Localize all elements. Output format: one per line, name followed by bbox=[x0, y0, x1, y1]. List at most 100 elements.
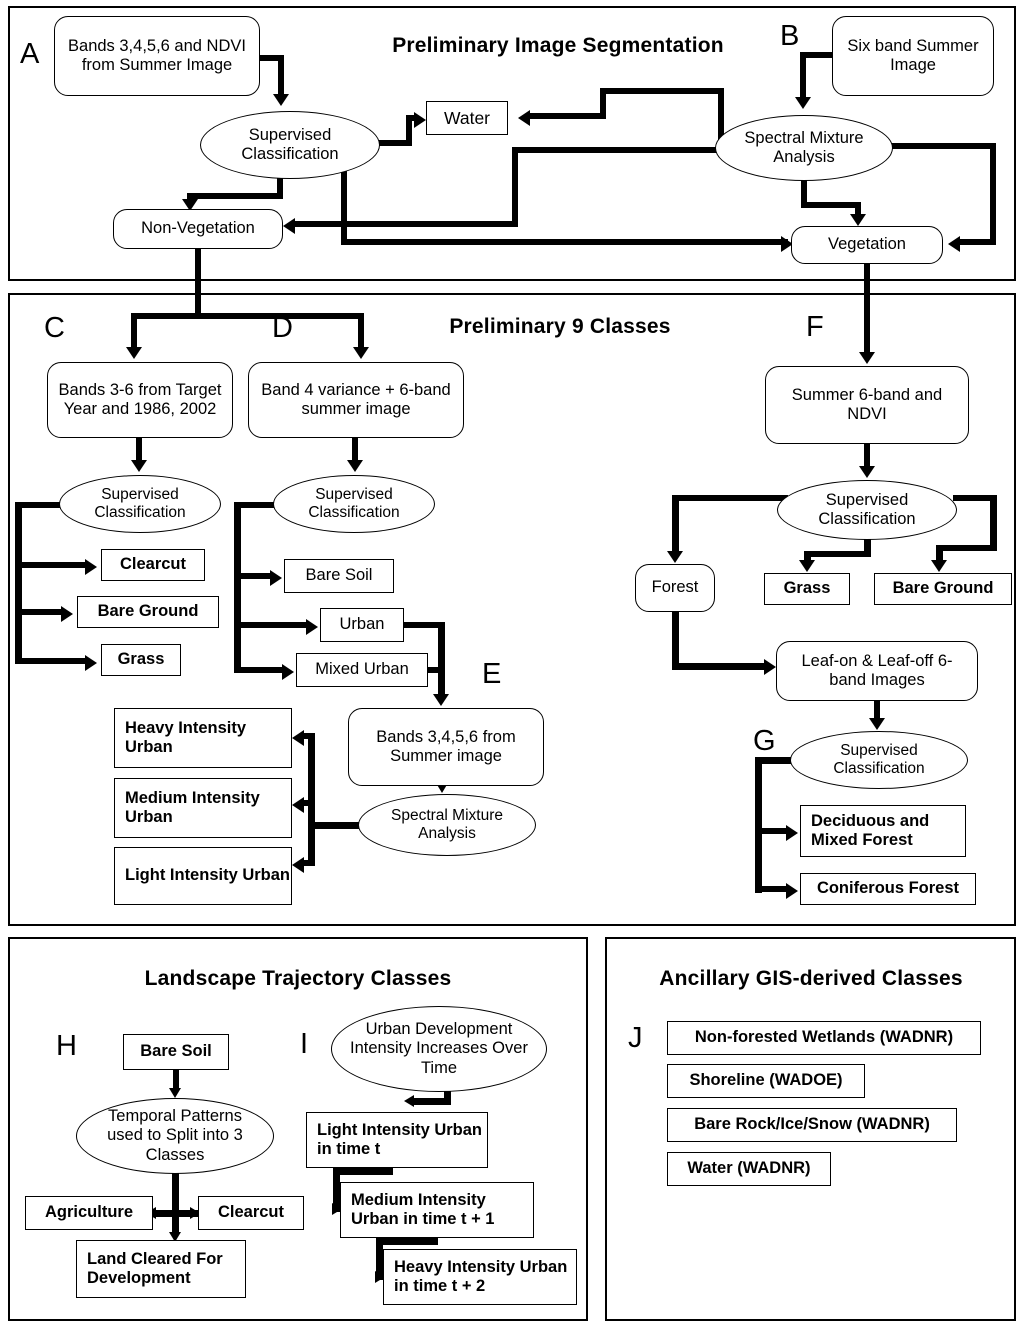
node-bare-ground-f: Bare Ground bbox=[874, 573, 1012, 605]
arrowhead-d-to-sup bbox=[347, 460, 363, 472]
tag-a: A bbox=[20, 38, 40, 70]
edge-medium-to-heavy-h1 bbox=[376, 1238, 438, 1245]
edge-g-bus-h bbox=[755, 757, 805, 764]
arrowhead-light-to-medium bbox=[332, 1203, 342, 1215]
edge-f-bg-v2 bbox=[936, 545, 943, 561]
arrowhead-sup-to-vegetation bbox=[781, 236, 793, 252]
panel-title-trajectory: Landscape Trajectory Classes bbox=[144, 967, 452, 990]
edge-sup-veg-h bbox=[341, 239, 788, 245]
edge-sup-veg-v bbox=[341, 165, 347, 245]
edge-f-grass-v1 bbox=[864, 537, 871, 557]
node-vegetation: Vegetation bbox=[791, 226, 943, 264]
arrowhead-f-to-sup bbox=[859, 466, 875, 478]
edge-e-bus-v bbox=[308, 733, 315, 863]
node-clearcut-h: Clearcut bbox=[198, 1196, 304, 1230]
node-supervised-classification-a: Supervised Classification bbox=[200, 111, 380, 179]
arrowhead-sma-to-water bbox=[518, 110, 530, 126]
node-light-intensity-urban: Light Intensity Urban bbox=[114, 847, 292, 905]
node-bands-ndvi-summer: Bands 3,4,5,6 and NDVI from Summer Image bbox=[54, 16, 260, 96]
edge-sma-veg-v1 bbox=[801, 178, 807, 208]
edge-sma-water-h2 bbox=[528, 113, 606, 119]
edge-sup-nonveg-v1 bbox=[277, 176, 283, 199]
edge-sup-nonveg-v2 bbox=[187, 193, 193, 201]
edge-nonveg-split-left bbox=[131, 313, 137, 349]
edge-f-grass-h bbox=[804, 551, 871, 557]
node-light-intensity-t: Light Intensity Urban in time t bbox=[306, 1112, 488, 1168]
arrowhead-sma-to-nonveg bbox=[283, 218, 295, 234]
arrowhead-split-right bbox=[353, 347, 369, 359]
edge-light-to-medium-v bbox=[333, 1168, 340, 1212]
node-supervised-classification-c: Supervised Classification bbox=[59, 475, 221, 533]
edge-d-bus-v bbox=[234, 502, 241, 670]
edge-g-to-coniferous bbox=[755, 886, 788, 892]
edge-urbandev-v bbox=[444, 1084, 451, 1104]
arrowhead-sup-to-nonveg bbox=[182, 199, 198, 211]
tag-g: G bbox=[753, 725, 776, 757]
arrowhead-e-to-sma bbox=[436, 783, 448, 793]
arrowhead-g-coniferous bbox=[786, 883, 798, 899]
arrowhead-f-forest bbox=[667, 551, 683, 563]
arrowhead-c-to-sup bbox=[131, 460, 147, 472]
edge-veg-down bbox=[864, 264, 870, 354]
node-grass-f: Grass bbox=[764, 573, 850, 605]
node-supervised-classification-d: Supervised Classification bbox=[273, 475, 435, 533]
arrowhead-f-bareground bbox=[931, 560, 947, 572]
node-heavy-intensity-t2: Heavy Intensity Urban in time t + 2 bbox=[383, 1249, 577, 1305]
panel-title-nine-classes: Preliminary 9 Classes bbox=[449, 315, 671, 338]
edge-medium-to-heavy-v bbox=[376, 1238, 383, 1280]
edge-sma-right-v bbox=[990, 143, 996, 242]
tag-d: D bbox=[272, 312, 293, 344]
arrowhead-d-baresoil bbox=[270, 570, 282, 586]
node-leaf-images: Leaf-on & Leaf-off 6-band Images bbox=[776, 641, 978, 701]
edge-f-to-sup-v bbox=[864, 444, 870, 468]
node-deciduous-mixed-forest: Deciduous and Mixed Forest bbox=[800, 805, 966, 857]
arrowhead-e-medium bbox=[292, 797, 304, 813]
edge-f-forest-h bbox=[672, 495, 788, 501]
node-non-forested-wetlands: Non-forested Wetlands (WADNR) bbox=[667, 1021, 981, 1055]
node-clearcut-c: Clearcut bbox=[101, 549, 205, 581]
edge-e-to-heavy bbox=[302, 733, 315, 739]
node-bands-summer-e: Bands 3,4,5,6 from Summer image bbox=[348, 708, 544, 786]
edge-sma-right-h bbox=[888, 143, 996, 149]
arrowhead-f-grass bbox=[799, 560, 815, 572]
edge-c-to-bareground bbox=[15, 609, 63, 615]
edge-sma-water-h1 bbox=[600, 88, 724, 94]
panel-title-segmentation: Preliminary Image Segmentation bbox=[392, 34, 724, 57]
arrowhead-to-e bbox=[433, 694, 449, 706]
arrowhead-g-deciduous bbox=[786, 825, 798, 841]
edge-mixedurban-to-e-h bbox=[428, 667, 445, 673]
edge-temporal-across bbox=[152, 1210, 200, 1217]
edge-bands-to-supervised-v bbox=[278, 55, 284, 95]
edge-sma-right-h2 bbox=[958, 239, 996, 245]
edge-urban-to-e-v bbox=[438, 622, 445, 698]
node-shoreline: Shoreline (WADOE) bbox=[667, 1064, 865, 1098]
arrowhead-d-urban bbox=[306, 619, 318, 635]
node-urban-development: Urban Development Intensity Increases Ov… bbox=[331, 1006, 547, 1092]
panel-title-ancillary: Ancillary GIS-derived Classes bbox=[659, 967, 963, 990]
edge-light-to-medium-h1 bbox=[333, 1168, 393, 1175]
arrowhead-split-left bbox=[126, 347, 142, 359]
node-grass-c: Grass bbox=[101, 644, 181, 676]
edge-e-to-light bbox=[302, 860, 315, 866]
edge-temporal-down bbox=[172, 1172, 179, 1234]
edge-c-to-sup-v bbox=[136, 438, 142, 462]
node-bands36-target: Bands 3-6 from Target Year and 1986, 200… bbox=[47, 362, 233, 438]
arrowhead-forest-to-leaf bbox=[764, 659, 776, 675]
node-water-wadnr: Water (WADNR) bbox=[667, 1152, 831, 1186]
edge-sup-water-h2 bbox=[406, 115, 418, 121]
node-six-band-summer: Six band Summer Image bbox=[832, 16, 994, 96]
tag-i: I bbox=[300, 1028, 309, 1060]
edge-c-to-grass bbox=[15, 658, 87, 664]
arrowhead-sma-right-to-veg bbox=[948, 236, 960, 252]
edge-f-bg-h2 bbox=[936, 545, 997, 551]
edge-f-forest-v bbox=[672, 495, 679, 553]
edge-d-to-sup-v bbox=[352, 438, 358, 462]
edge-c-bus-v bbox=[15, 502, 22, 664]
node-summer-6band-ndvi: Summer 6-band and NDVI bbox=[765, 366, 969, 444]
arrowhead-leaf-to-sup bbox=[869, 718, 885, 730]
edge-f-grass-v2 bbox=[804, 551, 811, 561]
edge-c-to-clearcut bbox=[15, 562, 87, 568]
arrowhead-sma-to-vegetation bbox=[850, 214, 866, 226]
node-supervised-classification-g: Supervised Classification bbox=[790, 731, 968, 789]
